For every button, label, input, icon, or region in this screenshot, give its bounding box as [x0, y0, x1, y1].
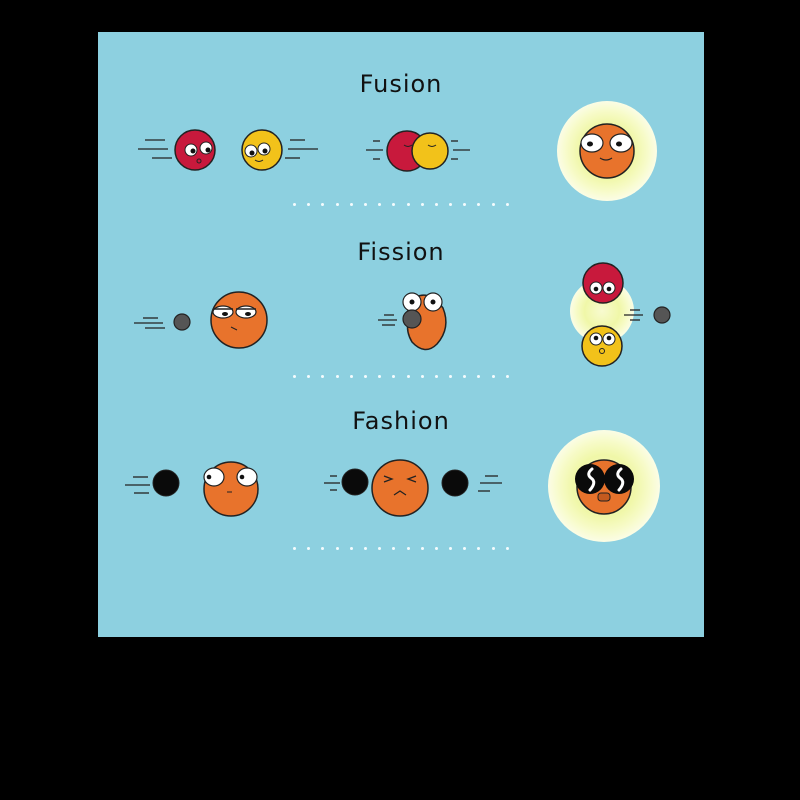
- speed-lines-icon: [366, 140, 470, 160]
- section-title-fusion: Fusion: [359, 70, 443, 98]
- glowing-nucleus-icon: [557, 101, 657, 201]
- speed-lines-icon: [624, 309, 643, 321]
- yellow-particle-icon: [241, 129, 283, 171]
- speed-lines-icon: [478, 475, 502, 492]
- section-title-fashion: Fashion: [352, 407, 450, 435]
- illustration-layer: [125, 101, 671, 542]
- section-title-fission: Fission: [357, 238, 445, 266]
- speed-lines-icon: [125, 476, 150, 494]
- neutron-icon: [402, 309, 422, 329]
- speed-lines-icon: [285, 139, 318, 159]
- separator-dots: [293, 203, 509, 207]
- neutron-icon: [173, 313, 191, 331]
- black-ball-icon: [441, 469, 469, 497]
- worried-nucleus-icon: [203, 461, 259, 517]
- comic-panel: Fusion Fission Fashion: [98, 32, 704, 637]
- speed-lines-icon: [134, 317, 165, 329]
- speed-lines-icon: [324, 475, 340, 491]
- speed-lines-icon: [378, 314, 397, 326]
- separator-dots: [293, 375, 509, 379]
- separator-dots: [293, 547, 509, 551]
- kissing-particles-icon: [386, 130, 449, 172]
- black-ball-icon: [341, 468, 369, 496]
- red-particle-icon: [174, 129, 216, 171]
- annoyed-nucleus-icon: [210, 291, 268, 349]
- neutron-icon: [653, 306, 671, 324]
- split-particles-icon: [570, 262, 634, 367]
- startled-nucleus-icon: [402, 292, 447, 351]
- grimacing-nucleus-icon: [371, 459, 429, 517]
- speed-lines-icon: [138, 139, 172, 159]
- cool-nucleus-sunglasses-icon: [548, 430, 660, 542]
- black-ball-icon: [152, 469, 180, 497]
